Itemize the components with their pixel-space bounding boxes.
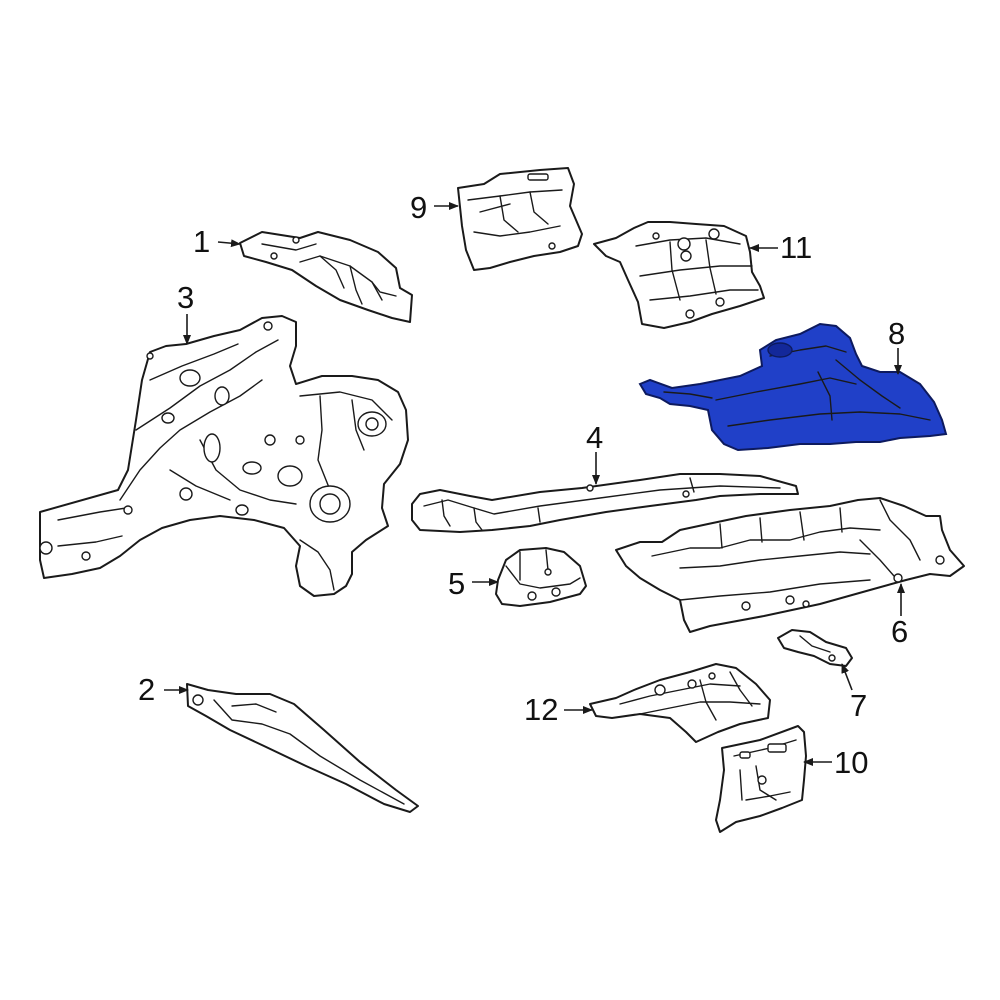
- callout-11[interactable]: 11: [780, 230, 812, 265]
- callout-8[interactable]: 8: [888, 316, 905, 351]
- part-1[interactable]: [239, 231, 413, 323]
- callout-2[interactable]: 2: [138, 672, 155, 707]
- part-10[interactable]: [715, 725, 807, 833]
- part-8-highlighted[interactable]: [638, 322, 948, 452]
- callout-3[interactable]: 3: [177, 280, 194, 315]
- callout-6[interactable]: 6: [891, 614, 908, 649]
- part-2[interactable]: [186, 683, 419, 813]
- callout-7[interactable]: 7: [850, 688, 867, 723]
- part-4[interactable]: [411, 473, 799, 533]
- part-11[interactable]: [593, 221, 765, 329]
- part-3[interactable]: [39, 315, 409, 597]
- part-7[interactable]: [777, 629, 853, 667]
- leader-7: [841, 663, 853, 691]
- leader-1: [217, 239, 241, 248]
- part-12[interactable]: [589, 663, 771, 743]
- part-9[interactable]: [457, 167, 583, 271]
- callout-5[interactable]: 5: [448, 566, 465, 601]
- callout-4[interactable]: 4: [586, 420, 603, 455]
- callout-1[interactable]: 1: [193, 224, 210, 259]
- callout-10[interactable]: 10: [834, 745, 868, 780]
- part-5[interactable]: [495, 547, 587, 607]
- callout-12[interactable]: 12: [524, 692, 558, 727]
- part-6[interactable]: [615, 497, 965, 633]
- callout-9[interactable]: 9: [410, 190, 427, 225]
